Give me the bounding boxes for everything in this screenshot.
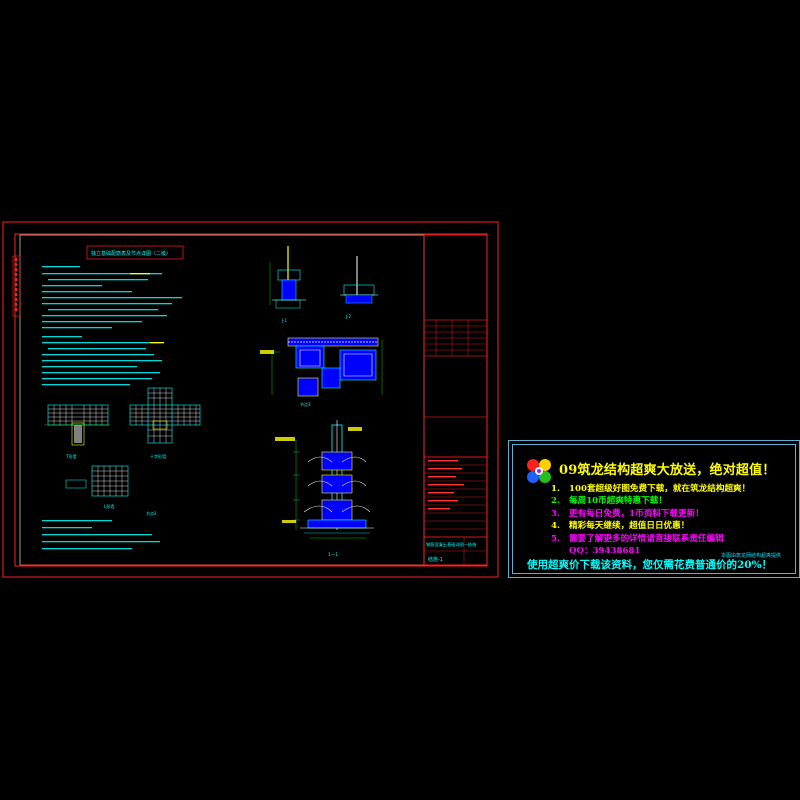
outer-frame bbox=[2, 221, 499, 578]
promo-item-number: 3. bbox=[551, 508, 560, 519]
promo-title: 09筑龙结构超爽大放送，绝对超值！ bbox=[559, 463, 776, 478]
section-label: 1—1 bbox=[328, 552, 338, 558]
notes-heading: 独立基础配筋表及节点详图（二级） bbox=[91, 250, 171, 257]
title-block: 钢筋混凝土基础详图—结施 结施-1 bbox=[423, 234, 488, 566]
detail-label-j1: J-1 bbox=[281, 318, 287, 323]
promo-item[interactable]: 1. 100套超级好图免费下载，就在筑龙结构超爽！ bbox=[551, 483, 750, 495]
promo-footer[interactable]: 使用超爽价下载该资料，您仅需花费普通价的20%！ bbox=[527, 559, 773, 571]
promo-list: 1.100套超级好图免费下载，就在筑龙结构超爽！ 2.每周10币超爽特惠下载！ … bbox=[551, 483, 750, 557]
drawing-frame bbox=[14, 233, 488, 567]
svg-text:节点2: 节点2 bbox=[146, 510, 157, 516]
promo-item-number: 2. bbox=[551, 496, 560, 507]
promo-item[interactable]: 5. 需要了解更多的详情请直接联系责任编辑 bbox=[551, 533, 750, 545]
promo-item-text: 精彩每天继续，超值日日优惠！ bbox=[569, 521, 690, 532]
title-block-name: 钢筋混凝土基础详图—结施 bbox=[426, 541, 477, 548]
svg-text:T形墙: T形墙 bbox=[65, 453, 76, 459]
detail-corner: L形墙 节点2 bbox=[65, 465, 157, 516]
drawing-number: 结施-1 bbox=[428, 556, 443, 563]
detail-label-j2: J-2 bbox=[345, 314, 351, 319]
promo-item[interactable]: 2. 每周10币超爽特惠下载！ bbox=[551, 495, 750, 507]
promo-panel[interactable]: 09筑龙结构超爽大放送，绝对超值！ 1. 100套超级好图免费下载，就在筑龙结构超… bbox=[508, 440, 800, 578]
general-notes: 独立基础配筋表及节点详图（二级） bbox=[42, 245, 184, 550]
promo-tag: 本图由筑龙网结构超爽提供 bbox=[720, 553, 781, 559]
promo-item-text: 需要了解更多的详情请直接联系责任编辑 bbox=[569, 533, 724, 544]
beam-slab-section: 节点3 bbox=[260, 337, 383, 407]
foundation-section-1-1: 1—1 bbox=[275, 420, 374, 558]
binding-margin bbox=[12, 255, 21, 317]
promo-item-text: 每周10币超爽特惠下载！ bbox=[569, 496, 667, 507]
svg-text:L形墙: L形墙 bbox=[104, 503, 114, 509]
promo-item-text: 100套超级好图免费下载，就在筑龙结构超爽！ bbox=[569, 484, 751, 494]
pinwheel-logo-icon bbox=[527, 459, 551, 483]
svg-text:十字形墙: 十字形墙 bbox=[150, 453, 166, 459]
footing-detail-j2: J-2 bbox=[340, 256, 378, 319]
promo-item-number: 4. bbox=[551, 521, 560, 532]
promo-item[interactable]: 4. 精彩每天继续，超值日日优惠！ bbox=[551, 520, 750, 532]
promo-panel-inner: 09筑龙结构超爽大放送，绝对超值！ 1. 100套超级好图免费下载，就在筑龙结构超… bbox=[512, 444, 796, 574]
promo-qq-text: QQ：39438681 bbox=[569, 546, 641, 557]
detail-cross-junction: 十字形墙 bbox=[129, 387, 201, 459]
promo-item[interactable]: 3. 更有每日免费，1币资料下载更新！ bbox=[551, 508, 750, 520]
footing-detail-j1: J-1 bbox=[269, 246, 306, 323]
svg-text:节点3: 节点3 bbox=[300, 401, 311, 407]
promo-item-number: 1. bbox=[551, 484, 560, 494]
detail-t-junction: T形墙 bbox=[44, 404, 110, 459]
promo-item-text: 更有每日免费，1币资料下载更新！ bbox=[569, 508, 704, 519]
promo-qq[interactable]: QQ：39438681 bbox=[551, 545, 750, 557]
drawing-inner-frame bbox=[19, 234, 425, 566]
promo-item-number: 5. bbox=[551, 533, 560, 544]
